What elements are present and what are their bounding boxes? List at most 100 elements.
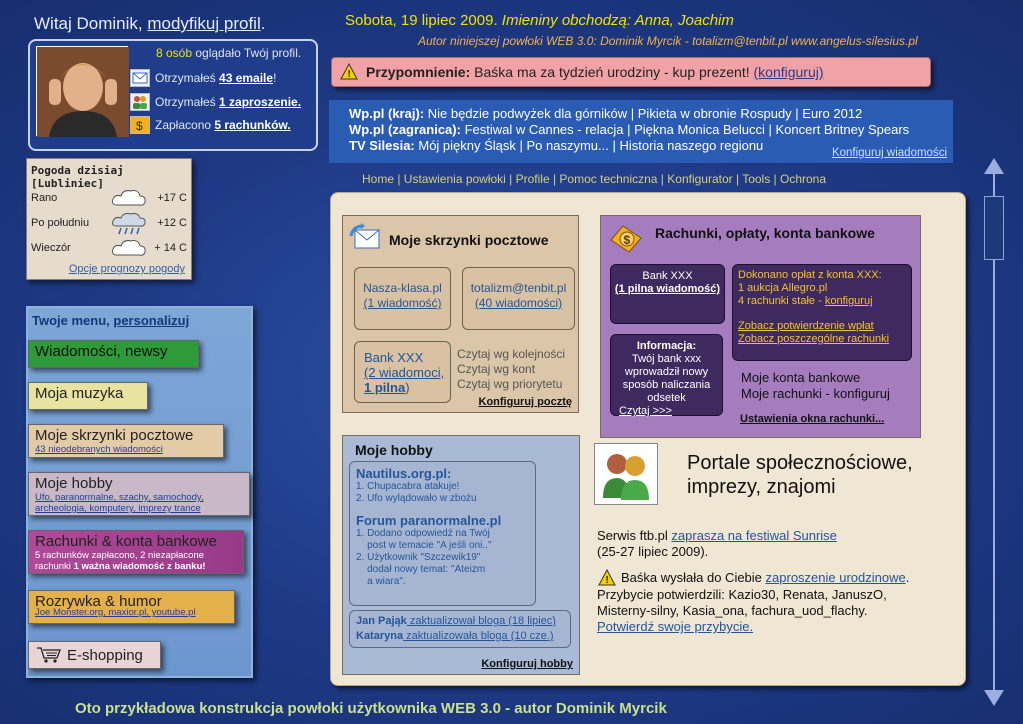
urgent-message-link[interactable]: 1 pilna — [364, 380, 406, 395]
confirmed-guests: Przybycie potwierdzili: Kazio30, Renata,… — [597, 587, 887, 602]
news-line-tv[interactable]: TV Silesia: Mój piękny Śląsk | Po naszym… — [349, 138, 953, 154]
payments-config-link[interactable]: konfiguruj — [824, 295, 873, 307]
bank-urgent-message-link[interactable]: (1 pilna wiadomość) — [614, 283, 721, 295]
bills-config-link[interactable]: Moje rachunki - konfiguruj — [741, 386, 890, 401]
reminder-text: Baśka ma za tydzień urodziny - kup preze… — [474, 64, 750, 80]
menu-item-sub[interactable]: 43 nieodebranych wiadomości — [35, 444, 163, 455]
bank-name: Bank XXX — [642, 270, 693, 282]
hobby-site-item[interactable]: a wiara". — [356, 576, 406, 587]
hobby-site-item[interactable]: 2. Ufo wylądowało w zbożu — [356, 493, 477, 504]
weather-row: Wieczór + 14 C — [31, 237, 191, 259]
mailbox-name: Nasza-klasa.pl — [363, 281, 442, 295]
blog-author[interactable]: Jan Pająk — [356, 615, 407, 627]
payments-title: Dokonano opłat z konta XXX: — [738, 269, 882, 281]
mailbox-messages-link[interactable]: (1 wiadomość) — [363, 296, 442, 310]
blog-update-link[interactable]: zaktualizowała bloga (10 cze.) — [403, 630, 554, 642]
personalize-link[interactable]: personalizuj — [113, 313, 190, 328]
mail-sync-icon — [349, 223, 380, 249]
menu-title: Twoje menu, personalizuj — [32, 313, 189, 328]
confirm-attendance-link[interactable]: Potwierdź swoje przybycie. — [597, 619, 754, 634]
reminder-config-link[interactable]: (konfiguruj) — [753, 64, 824, 80]
blog-author[interactable]: Kataryna — [356, 630, 404, 642]
hobby-config-link[interactable]: Konfiguruj hobby — [481, 658, 573, 670]
weather-options-link[interactable]: Opcje prognozy pogody — [68, 263, 185, 275]
news-headlines[interactable]: Mój piękny Śląsk | Po naszymu... | Histo… — [414, 138, 764, 153]
news-source-label: Wp.pl (zagranica): — [349, 122, 461, 137]
invite-text: Baśka wysłała do Ciebie — [621, 570, 766, 585]
vertical-scrollbar[interactable] — [984, 158, 1004, 706]
top-navigation[interactable]: Home | Ustawienia powłoki | Profile | Po… — [362, 172, 827, 186]
menu-item-sub[interactable]: Ufo, paranormalne, szachy, samochody, — [35, 492, 204, 503]
menu-item-sub[interactable]: archeologia, komputery, imprezy trance — [35, 503, 201, 514]
bills-count-link[interactable]: 5 rachunków. — [214, 118, 291, 132]
emails-pre: Otrzymałeś — [155, 71, 220, 85]
sort-by-order-link[interactable]: Czytaj wg kolejności — [457, 347, 566, 361]
menu-item-music[interactable]: Moja muzyka — [28, 382, 148, 410]
svg-text:!: ! — [348, 69, 351, 80]
news-headlines[interactable]: Festiwal w Cannes - relacja | Piękna Mon… — [460, 122, 910, 137]
menu-item-sub: rachunki — [35, 561, 74, 572]
invites-row[interactable]: Otrzymałeś 1 zaproszenie. — [130, 92, 301, 112]
menu-item-sub[interactable]: Joe Monster.org, maxior.pl, youtube.pl — [35, 607, 196, 618]
blog-update-link[interactable]: zaktualizował bloga (18 lipiec) — [406, 615, 556, 627]
user-photo-icon — [37, 47, 129, 137]
festival-invite-link[interactable]: zaprasza na festiwal Sunrise — [671, 528, 837, 543]
mail-config-link[interactable]: Konfiguruj pocztę — [478, 396, 573, 408]
scroll-track[interactable] — [993, 168, 995, 698]
hobby-site-item[interactable]: 1. Chupacabra atakuje! — [356, 481, 460, 492]
bank-info-box: Informacja: Twój bank xxx wprowadził now… — [610, 334, 723, 417]
social-title: Portale społecznościowe,imprezy, znajomi — [687, 451, 913, 499]
avatar[interactable] — [36, 46, 129, 137]
news-line-foreign[interactable]: Wp.pl (zagranica): Festiwal w Cannes - r… — [349, 122, 953, 138]
info-title: Informacja: — [636, 340, 697, 352]
scroll-down-arrow-icon[interactable] — [984, 690, 1004, 706]
sort-by-priority-link[interactable]: Czytaj wg priorytetu — [457, 377, 563, 391]
cloud-icon — [112, 190, 146, 206]
mailbox-bank[interactable]: Bank XXX(2 wiadomoci,1 pilna) — [354, 341, 451, 403]
read-more-link[interactable]: Czytaj >>> — [619, 405, 672, 417]
social-icon-box — [594, 443, 658, 505]
weather-temp: +17 C — [157, 192, 187, 204]
menu-item-news[interactable]: Wiadomości, newsy — [28, 340, 199, 368]
bills-row[interactable]: $ Zapłacono 5 rachunków. — [130, 115, 291, 135]
svg-text:$: $ — [624, 233, 631, 247]
news-headlines[interactable]: Nie będzie podwyżek dla górników | Pikie… — [424, 106, 863, 121]
weather-row: Rano +17 C — [31, 187, 191, 209]
invites-count-link[interactable]: 1 zaproszenie. — [219, 95, 302, 109]
blog-updates-box: Jan Pająk zaktualizował bloga (18 lipiec… — [349, 610, 571, 648]
bills-window-settings-link[interactable]: Ustawienia okna rachunki... — [740, 413, 885, 425]
mailbox-tenbit[interactable]: totalizm@tenbit.pl(40 wiadomości) — [462, 267, 575, 330]
hobby-site-item[interactable]: 2. Użytkownik "Szczewik19" — [356, 552, 481, 563]
hobby-site-name[interactable]: Nautilus.org.pl: — [356, 466, 452, 481]
mailbox-messages-link[interactable]: (2 wiadomoci, — [364, 365, 445, 380]
payment-confirmation-link[interactable]: Zobacz potwierdzenie wpłat — [738, 320, 874, 332]
mailbox-nasza-klasa[interactable]: Nasza-klasa.pl(1 wiadomość) — [354, 267, 451, 330]
news-line-domestic[interactable]: Wp.pl (kraj): Nie będzie podwyżek dla gó… — [349, 106, 953, 122]
hobby-site-name[interactable]: Forum paranormalne.pl — [356, 513, 502, 528]
emails-row[interactable]: Otrzymałeś 43 emaile! — [130, 68, 276, 88]
scroll-thumb[interactable] — [984, 196, 1004, 260]
mailbox-messages-link[interactable]: (40 wiadomości) — [474, 296, 563, 310]
bank-account-box[interactable]: Bank XXX(1 pilna wiadomość) — [610, 264, 725, 324]
bank-accounts-link[interactable]: Moje konta bankowe — [741, 370, 861, 385]
bills-title: Rachunki, opłaty, konta bankowe — [655, 225, 875, 241]
hobby-site-item[interactable]: 1. Dodano odpowiedź na Twój — [356, 528, 490, 539]
social-title-line: Portale społecznościowe, — [687, 452, 913, 474]
menu-item-eshopping[interactable]: E-shopping — [28, 641, 161, 669]
weather-temp: +12 C — [157, 217, 187, 229]
sort-by-account-link[interactable]: Czytaj wg kont — [457, 362, 536, 376]
hobby-site-item[interactable]: post w temacie "A jeśli oni.." — [356, 540, 492, 551]
hobby-site-item[interactable]: dodał nowy temat: "Ateizm — [356, 564, 486, 575]
modify-profile-link[interactable]: modyfikuj profil — [147, 14, 261, 33]
scroll-up-arrow-icon[interactable] — [984, 158, 1004, 174]
emails-count-link[interactable]: 43 emaile — [219, 71, 274, 85]
birthday-invite-link[interactable]: zaproszenie urodzinowe — [765, 570, 906, 585]
svg-text:$: $ — [136, 119, 143, 132]
news-config-link[interactable]: Konfiguruj wiadomości — [831, 147, 947, 159]
bills-details-link[interactable]: Zobacz poszczególne rachunki — [738, 333, 890, 345]
urgent-bank-message-link[interactable]: 1 ważna wiadomość z banku! — [73, 561, 206, 572]
